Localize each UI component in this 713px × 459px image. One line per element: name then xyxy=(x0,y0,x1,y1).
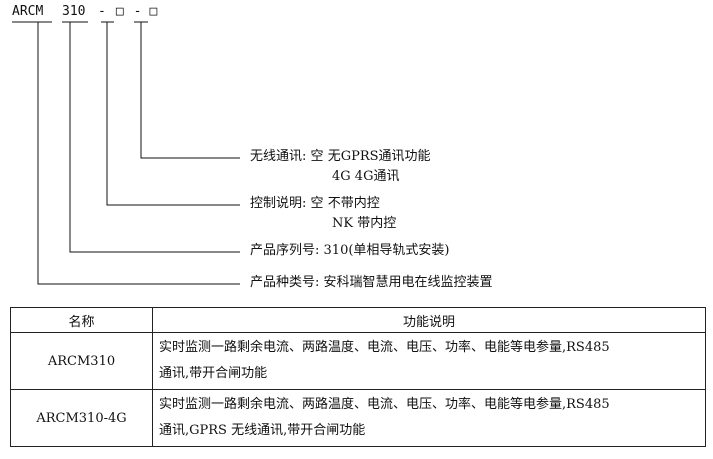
table-header-name: 名称 xyxy=(10,307,153,333)
control-opt1-desc: 不带内控 xyxy=(327,196,380,211)
wireless-opt2-desc: 4G通讯 xyxy=(354,169,400,184)
control-opt2-code: NK xyxy=(332,216,354,231)
category-value: 安科瑞智慧用电在线监控装置 xyxy=(323,275,493,290)
wireless-line-2: 4G 4G通讯 xyxy=(332,168,399,186)
table-cell-desc: 实时监测一路剩余电流、两路温度、电流、电压、功率、电能等电参量,RS485 通讯… xyxy=(152,332,706,390)
spec-table: 名称 功能说明 ARCM310 实时监测一路剩余电流、两路温度、电流、电压、功率… xyxy=(10,307,706,447)
control-opt1-code: 空 xyxy=(310,196,324,211)
control-line-2: NK 带内控 xyxy=(332,215,396,233)
control-line-1: 控制说明: 空 不带内控 xyxy=(250,195,380,213)
control-opt2-desc: 带内控 xyxy=(357,216,397,231)
wireless-opt2-code: 4G xyxy=(332,169,351,184)
series-value: 310(单相导轨式安装) xyxy=(323,243,450,258)
model-series: 310 xyxy=(62,4,86,19)
table-cell-desc-line: 通讯,GPRS 无线通讯,带开合闸功能 xyxy=(159,423,366,438)
wireless-opt1-code: 空 xyxy=(310,149,324,164)
connector-series xyxy=(69,22,240,253)
table-row: ARCM310 实时监测一路剩余电流、两路温度、电流、电压、功率、电能等电参量,… xyxy=(10,332,706,390)
model-prefix: ARCM xyxy=(12,4,44,19)
table-cell-desc-line: 实时监测一路剩余电流、两路温度、电流、电压、功率、电能等电参量,RS485 xyxy=(159,340,610,355)
series-title: 产品序列号: xyxy=(250,243,320,258)
model-box-1: □ xyxy=(115,4,124,19)
category-line: 产品种类号: 安科瑞智慧用电在线监控装置 xyxy=(250,274,493,292)
model-dash-2: - xyxy=(133,4,142,19)
control-title: 控制说明: xyxy=(250,196,307,211)
table-cell-desc-line: 实时监测一路剩余电流、两路温度、电流、电压、功率、电能等电参量,RS485 xyxy=(159,397,610,412)
table-row: ARCM310-4G 实时监测一路剩余电流、两路温度、电流、电压、功率、电能等电… xyxy=(10,389,706,447)
table-header-row: 名称 功能说明 xyxy=(10,307,706,333)
table-cell-desc: 实时监测一路剩余电流、两路温度、电流、电压、功率、电能等电参量,RS485 通讯… xyxy=(152,389,706,447)
wireless-line-1: 无线通讯: 空 无GPRS通讯功能 xyxy=(250,148,431,166)
table-cell-desc-line: 通讯,带开合闸功能 xyxy=(159,366,268,381)
wireless-title: 无线通讯: xyxy=(250,149,307,164)
connector-category xyxy=(37,22,240,285)
model-dash-1: - xyxy=(98,4,106,19)
table-cell-name: ARCM310-4G xyxy=(10,389,153,447)
table-header-desc: 功能说明 xyxy=(152,307,706,333)
connector-lines xyxy=(12,21,240,285)
series-line: 产品序列号: 310(单相导轨式安装) xyxy=(250,242,450,260)
model-box-2: □ xyxy=(149,4,158,19)
connector-wireless xyxy=(140,22,240,159)
table-cell-name: ARCM310 xyxy=(10,332,153,390)
category-title: 产品种类号: xyxy=(250,275,320,290)
connector-control xyxy=(106,22,240,206)
wireless-opt1-desc: 无GPRS通讯功能 xyxy=(327,149,431,164)
